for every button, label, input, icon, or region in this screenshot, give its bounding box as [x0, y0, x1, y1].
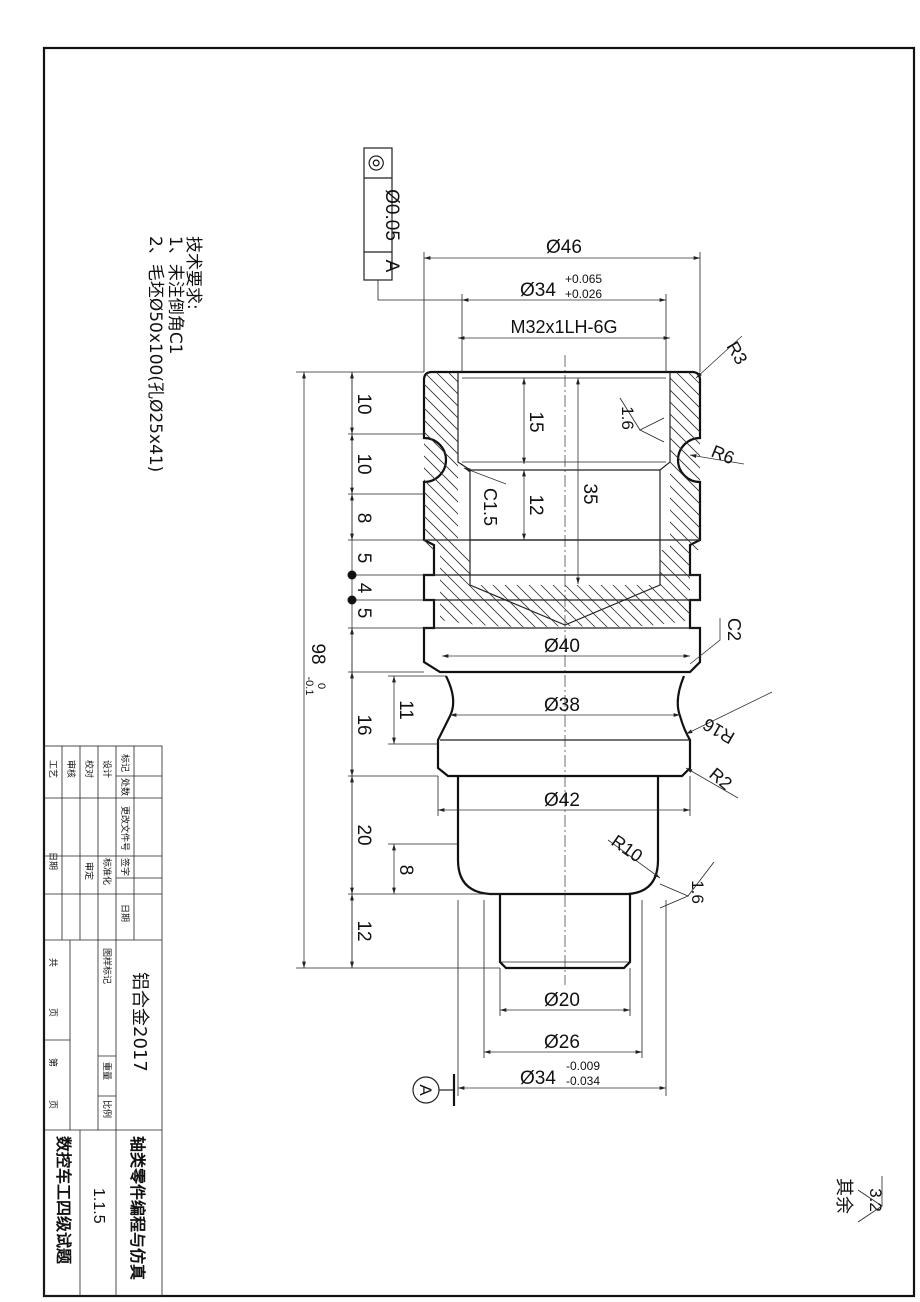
- callout-r3: R3: [723, 338, 752, 368]
- dim-l12: 12: [353, 920, 374, 941]
- tb-col-mark: 标记: [119, 754, 131, 772]
- dim-l4: 4: [353, 583, 374, 594]
- datum-a-label: A: [416, 1084, 435, 1096]
- section-hatching: [424, 372, 700, 628]
- dim-d34-bottom: Ø34: [520, 1068, 556, 1089]
- hatch-region: [424, 372, 470, 585]
- dim-d34-top-lower: +0.026: [565, 287, 602, 301]
- tb-scale: 比例: [101, 1100, 113, 1118]
- roughness-bore-value: 1.6: [618, 406, 637, 430]
- tb-weight: 重量: [101, 1062, 113, 1080]
- callout-r16: R16: [699, 714, 738, 748]
- part-outline: [422, 370, 702, 970]
- tb-approve: 审定: [83, 862, 95, 880]
- tb-date: 日期: [47, 852, 58, 870]
- roughness-outer: 1.6: [659, 861, 715, 909]
- callout-r10: R10: [608, 831, 647, 866]
- dim-l20: 20: [353, 824, 374, 845]
- tb-col-doc: 更改文件号: [119, 806, 131, 851]
- diameter-dims: Ø46 Ø34 +0.065 +0.026 M32x1LH-6G Ø40 Ø38…: [423, 237, 701, 1096]
- dim-d34-bottom-upper: -0.009: [566, 1059, 600, 1073]
- dim-d20: Ø20: [544, 990, 580, 1011]
- dim-d26: Ø26: [544, 1032, 580, 1053]
- dim-thread: M32x1LH-6G: [510, 317, 617, 337]
- dim-len-total-lower: -0.1: [303, 677, 315, 696]
- dim-len-total-upper: 0: [315, 683, 327, 689]
- tb-std: 标准化: [101, 858, 113, 885]
- dim-l5a: 5: [353, 553, 374, 564]
- tb-row-process: 工艺: [47, 760, 58, 778]
- tb-exam-title: 数控车工四级试题: [54, 1136, 73, 1265]
- surface-note-value: 3.2: [866, 1188, 885, 1212]
- tb-row-review: 审核: [65, 760, 77, 778]
- dim-d38: Ø38: [544, 695, 580, 716]
- dim-l15: 15: [525, 411, 546, 432]
- tolerance-value: Ø0.05: [381, 189, 402, 241]
- tb-part-name: 轴类零件编程与仿真: [128, 1136, 147, 1280]
- tech-requirements: 技术要求: 1、未注倒角C1 2、毛坯Ø50x100(孔Ø25x41): [145, 236, 203, 472]
- dim-d34-top: Ø34: [520, 280, 556, 301]
- dim-len-total: 98: [307, 643, 328, 664]
- dim-d42: Ø42: [544, 790, 580, 811]
- dim-l11: 11: [395, 700, 416, 720]
- callout-c2: C2: [724, 618, 744, 641]
- dim-l10a: 10: [353, 393, 374, 414]
- dim-l8: 8: [353, 513, 374, 524]
- tb-page: 页: [47, 1008, 58, 1017]
- datum-a-marker: A: [412, 1074, 456, 1106]
- dim-d46: Ø46: [546, 237, 582, 258]
- callout-c15: C1.5: [480, 488, 500, 526]
- tb-code: 1.1.5: [90, 1188, 107, 1224]
- surface-note-label: 其余: [833, 1178, 854, 1214]
- tb-col-count: 处数: [119, 778, 131, 796]
- dim-d40: Ø40: [544, 636, 580, 657]
- tb-page2: 页: [47, 1100, 58, 1109]
- radius-callouts: R3 R6 C2 R16 R2 R10 C1.5: [463, 335, 773, 879]
- tb-col-date: 日期: [119, 904, 130, 922]
- surface-note: 3.2 其余: [833, 1176, 885, 1223]
- tb-total: 共: [47, 958, 58, 967]
- dim-l10b: 10: [353, 453, 374, 474]
- tb-col-sign: 签字: [119, 858, 131, 876]
- tb-row-design: 设计: [101, 760, 113, 778]
- tb-sheet: 第: [47, 1058, 59, 1067]
- tech-req-title: 技术要求:: [183, 236, 203, 310]
- bore: [457, 372, 671, 626]
- dim-d34-top-upper: +0.065: [565, 272, 602, 286]
- dim-l8b: 8: [395, 865, 416, 876]
- tb-material: 铝合金2017: [129, 972, 150, 1072]
- dim-l5b: 5: [353, 608, 374, 619]
- callout-r6: R6: [709, 441, 738, 468]
- tolerance-frame: ◎ Ø0.05 A: [363, 147, 462, 301]
- dim-l35: 35: [579, 483, 600, 504]
- callout-r2: R2: [705, 764, 735, 794]
- dim-d34-bottom-lower: -0.034: [566, 1074, 600, 1088]
- dim-l16: 16: [353, 714, 374, 735]
- title-block: 标记 处数 更改文件号 签字 日期 设计 校对 审核 工艺 标准化 审定 日期 …: [43, 745, 163, 1297]
- hatch-region: [660, 372, 700, 585]
- roughness-outer-value: 1.6: [688, 880, 707, 904]
- hatch-region: [440, 585, 690, 628]
- tolerance-datum: A: [381, 260, 402, 273]
- concentricity-symbol: ◎: [366, 154, 388, 171]
- roughness-bore: 1.6: [618, 397, 665, 443]
- tech-req-item1: 1、未注倒角C1: [165, 236, 185, 355]
- tb-row-check: 校对: [83, 760, 95, 778]
- tb-stage: 图样标记: [101, 948, 113, 984]
- length-dims: 98 0 -0.1 10 10 8 5 4 5 16 20: [296, 371, 600, 969]
- sheet-border: [42, 46, 916, 1298]
- tech-req-item2: 2、毛坯Ø50x100(孔Ø25x41): [145, 236, 165, 472]
- dim-l12b: 12: [525, 494, 546, 515]
